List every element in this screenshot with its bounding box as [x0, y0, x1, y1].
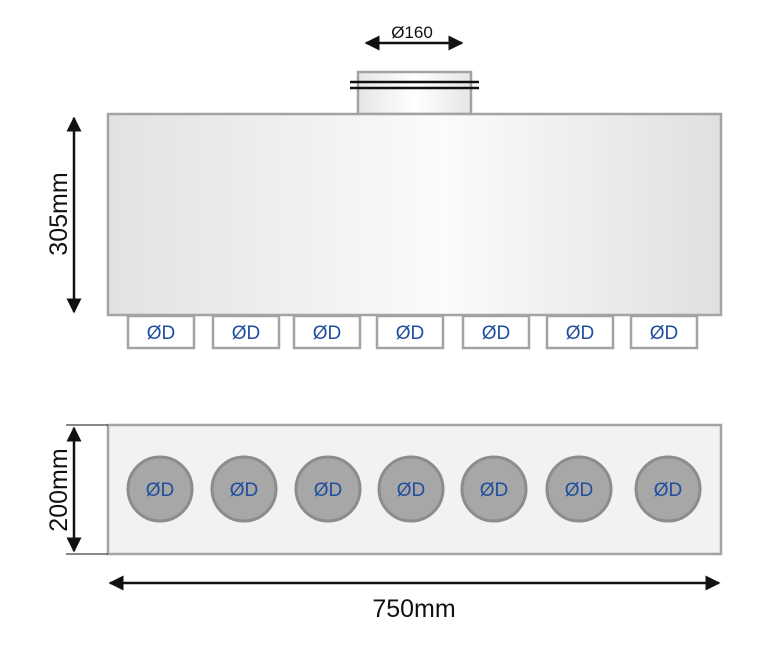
outlet-circle-label: ØD: [146, 480, 175, 501]
outlet-circle: ØD: [545, 455, 613, 523]
top-view: Ø160 305mm ØD ØD ØD ØD ØD ØD ØD: [45, 23, 723, 350]
outlet-diameter-label: ØD: [147, 323, 176, 344]
outlet-circle: ØD: [377, 455, 445, 523]
outlet-circle: ØD: [460, 455, 528, 523]
outlet-collar-side: ØD: [211, 314, 281, 350]
height-label-305: 305mm: [45, 172, 73, 255]
outlet-circle-label: ØD: [654, 480, 683, 501]
outlet-circle: ØD: [634, 455, 702, 523]
outlet-circle-shape: [377, 455, 445, 523]
outlet-circle-label: ØD: [397, 480, 426, 501]
outlet-diameter-label: ØD: [482, 323, 511, 344]
outlet-circle: ØD: [126, 455, 194, 523]
outlet-circle: ØD: [294, 455, 362, 523]
outlet-circle-shape: [210, 455, 278, 523]
outlet-circle-label: ØD: [565, 480, 594, 501]
outlet-circle-shape: [545, 455, 613, 523]
inlet-collar: [350, 70, 479, 116]
width-label-750: 750mm: [372, 595, 455, 623]
outlet-collar-body: [629, 314, 699, 350]
outlet-collar-side: ØD: [629, 314, 699, 350]
outlet-collar-side: ØD: [126, 314, 196, 350]
outlet-diameter-label: ØD: [650, 323, 679, 344]
outlet-circle-label: ØD: [230, 480, 259, 501]
outlet-collar-body: [375, 314, 445, 350]
outlet-diameter-label: ØD: [313, 323, 342, 344]
height-dimension-305: 305mm: [45, 116, 82, 314]
plenum-box-top-view: [106, 112, 723, 317]
outlet-diameter-label: ØD: [566, 323, 595, 344]
outlet-collar-body: [292, 314, 362, 350]
outlet-collar-side: ØD: [375, 314, 445, 350]
outlet-collar-body: [211, 314, 281, 350]
bottom-view: 200mm ØD ØD ØD ØD ØD ØD ØD 750mm: [45, 423, 723, 623]
width-dimension-750: 750mm: [108, 575, 721, 623]
outlet-circle-label: ØD: [314, 480, 343, 501]
outlet-diameter-label: ØD: [232, 323, 261, 344]
inlet-collar-body: [356, 70, 473, 116]
outlet-circle-label: ØD: [480, 480, 509, 501]
inlet-diameter-label: Ø160: [391, 23, 433, 42]
outlet-collar-body: [545, 314, 615, 350]
inlet-diameter-dimension: Ø160: [364, 23, 464, 51]
outlet-circles-bottom: ØD ØD ØD ØD ØD ØD ØD: [126, 455, 702, 523]
outlet-collar-body: [461, 314, 531, 350]
outlet-circle-shape: [126, 455, 194, 523]
outlet-circle-shape: [294, 455, 362, 523]
height-dimension-200: 200mm: [45, 424, 108, 555]
outlet-circle-shape: [634, 455, 702, 523]
outlet-diameter-label: ØD: [396, 323, 425, 344]
outlet-collar-body: [126, 314, 196, 350]
outlet-collars-side: ØD ØD ØD ØD ØD ØD ØD: [126, 314, 699, 350]
outlet-collar-side: ØD: [545, 314, 615, 350]
outlet-collar-side: ØD: [461, 314, 531, 350]
outlet-circle-shape: [460, 455, 528, 523]
height-label-200: 200mm: [45, 448, 73, 531]
outlet-circle: ØD: [210, 455, 278, 523]
outlet-collar-side: ØD: [292, 314, 362, 350]
